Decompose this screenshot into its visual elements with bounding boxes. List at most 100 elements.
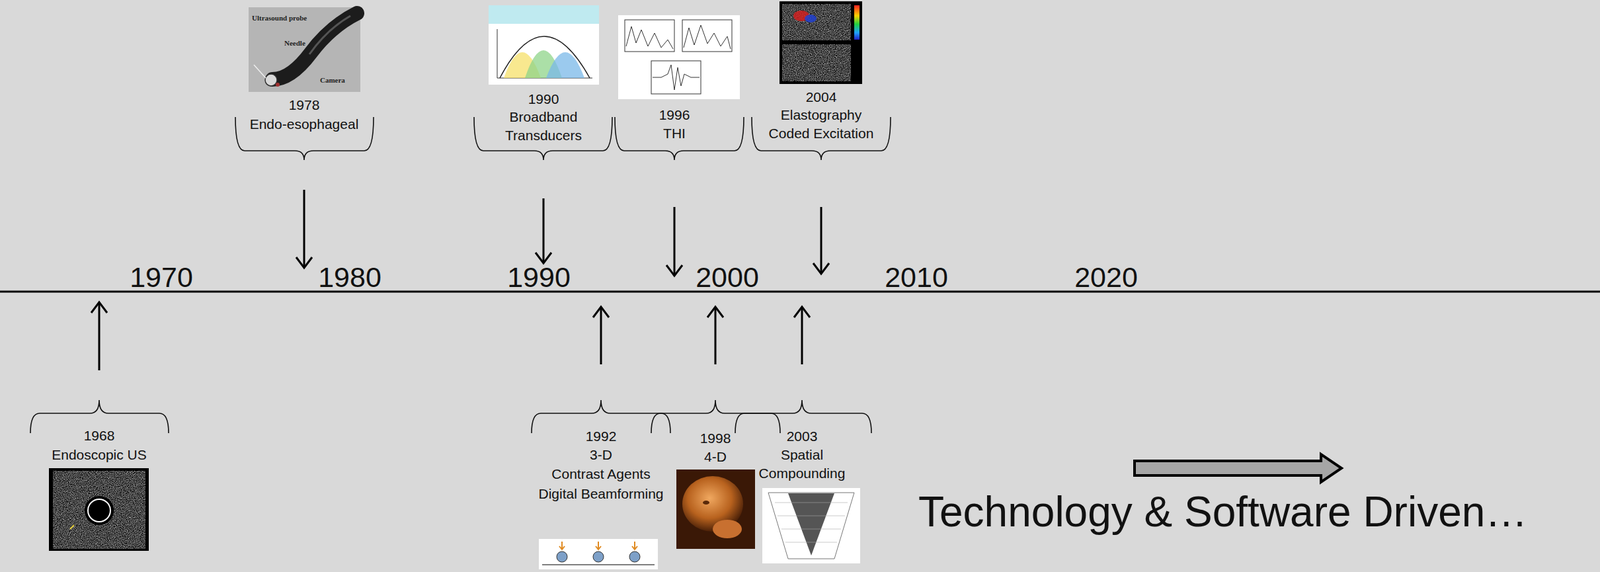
- endoscopic-us-picture: [48, 468, 149, 551]
- plot-line: [652, 64, 700, 90]
- plot-frame: [651, 60, 701, 94]
- down-arrow: [542, 198, 545, 264]
- ultrasound-image: [52, 470, 146, 549]
- event-year: 1996: [659, 105, 691, 125]
- decade-label: 1990: [507, 261, 571, 294]
- up-arrow: [801, 306, 804, 365]
- event-year: 1992: [585, 427, 617, 446]
- wave-arrows: [559, 541, 638, 550]
- microbubble: [629, 551, 640, 562]
- event-year: 2003: [786, 427, 818, 446]
- picture-ground: [762, 487, 861, 564]
- endoscope-tube: [272, 13, 358, 80]
- band-curve: [546, 52, 585, 79]
- picture-ground: [538, 538, 658, 570]
- probe-ring: [87, 499, 111, 522]
- brace: [531, 400, 671, 434]
- endoscope-picture: [248, 7, 361, 92]
- figure-label: Ultrasound probe: [251, 13, 307, 23]
- vessel-wall: [542, 563, 655, 566]
- figure-label: Camera: [320, 76, 346, 85]
- arrow-head: [91, 302, 108, 313]
- picture-ground: [676, 469, 756, 549]
- decade-label: 1970: [129, 261, 194, 294]
- scan-grid: [774, 502, 848, 543]
- brace: [614, 117, 744, 160]
- decade-label: 2000: [695, 261, 760, 294]
- down-arrow: [820, 206, 823, 274]
- decade-label: 2010: [884, 261, 949, 294]
- slogan-text: Technology & Software Driven…: [918, 487, 1528, 537]
- plot-line: [626, 26, 674, 49]
- fetus-hand: [712, 519, 742, 539]
- brace: [735, 400, 872, 434]
- event-text: Coded Excitation: [768, 124, 875, 143]
- picture-ground: [248, 7, 361, 92]
- up-arrow: [98, 302, 101, 371]
- plot-axis: [497, 29, 498, 79]
- event-year: 2004: [805, 87, 838, 107]
- picture-band: [488, 5, 600, 24]
- compounding-picture: [762, 487, 861, 564]
- probe-hole: [84, 495, 114, 525]
- brace: [751, 117, 891, 160]
- event-text: Digital Beamforming: [538, 484, 664, 504]
- event-text: 4-D: [704, 447, 727, 467]
- plot-frame: [624, 19, 675, 52]
- scan-outline: [768, 492, 855, 559]
- elastography-picture: [779, 1, 863, 84]
- event-text: Endoscopic US: [51, 445, 147, 465]
- arrow-group: [91, 189, 830, 371]
- envelope-curve: [499, 36, 590, 79]
- color-bar: [854, 5, 860, 40]
- tube-highlight: [309, 15, 351, 55]
- event-year: 1968: [83, 426, 116, 445]
- ultrasound-image: [782, 44, 851, 82]
- picture-ground: [488, 5, 600, 85]
- up-arrow: [600, 306, 603, 365]
- picture-ground: [618, 15, 740, 100]
- picture-ground: [48, 468, 149, 551]
- event-text: Broadband Transducers: [493, 107, 594, 145]
- arrow-head: [794, 306, 810, 318]
- contrast-picture: [538, 538, 658, 570]
- decade-label: 2020: [1074, 261, 1138, 294]
- figure-label: Needle: [284, 39, 306, 48]
- fetus-picture: [676, 469, 756, 549]
- decade-label: 1980: [318, 261, 382, 294]
- event-text: Contrast Agents: [551, 464, 650, 484]
- elasticity-map: [804, 14, 817, 23]
- marker: [70, 524, 75, 529]
- up-arrow: [714, 306, 717, 365]
- event-year: 1990: [528, 89, 560, 109]
- down-arrow: [673, 206, 676, 276]
- time-axis: [0, 290, 1600, 293]
- event-text: Elastography: [780, 105, 863, 125]
- needle: [253, 64, 266, 79]
- thi-picture: [618, 15, 740, 100]
- arrow-head: [666, 265, 683, 276]
- arrow-head: [813, 263, 830, 274]
- event-year: 1978: [288, 95, 320, 115]
- event-text: Spatial Compounding: [752, 445, 852, 483]
- event-text: THI: [663, 124, 686, 143]
- plot-line: [683, 25, 731, 49]
- brace: [651, 400, 781, 434]
- arrow-head: [707, 306, 724, 318]
- direction-arrow: [1134, 454, 1342, 482]
- broadband-picture: [488, 5, 600, 85]
- brace-group: [30, 117, 891, 434]
- arrow-head: [296, 257, 313, 268]
- fetus-eye: [702, 500, 710, 505]
- microbubble: [593, 551, 604, 562]
- ultrasound-image: [782, 3, 851, 41]
- event-year: 1998: [700, 429, 732, 448]
- plot-frame: [682, 19, 732, 52]
- event-text: 3-D: [589, 445, 613, 465]
- microbubble: [556, 551, 568, 562]
- camera-lens: [275, 82, 280, 87]
- arrow-head: [593, 306, 609, 318]
- down-arrow: [303, 189, 306, 268]
